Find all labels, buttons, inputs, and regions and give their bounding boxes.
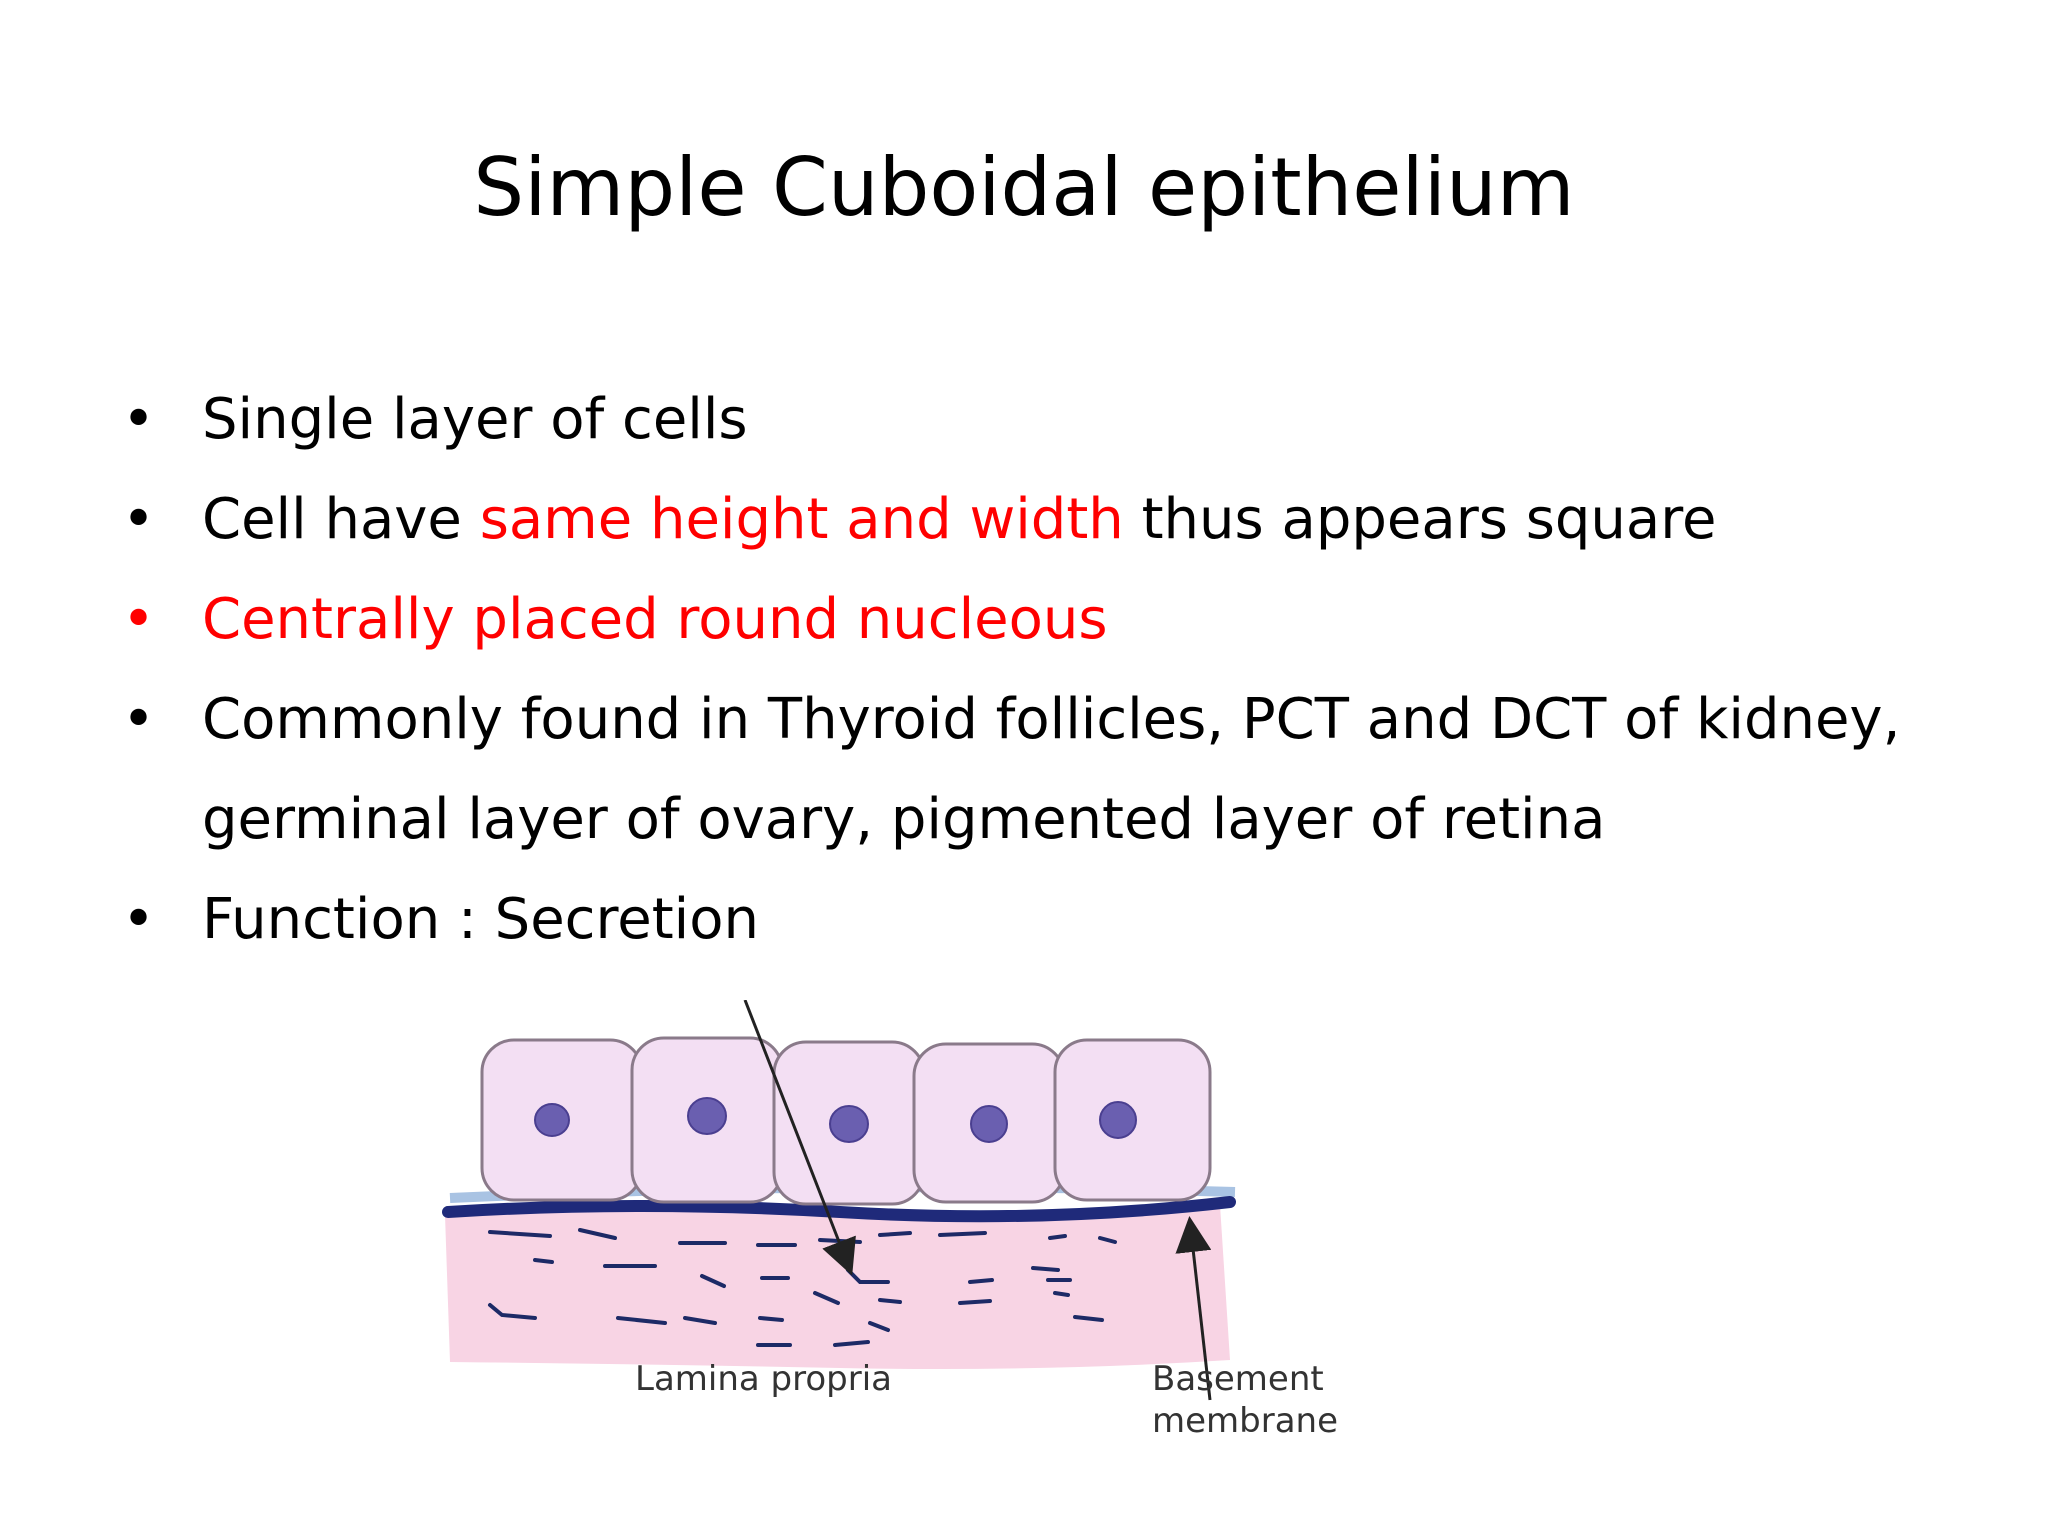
tissue-fibers: [488, 1228, 1117, 1347]
lamina-propria-tissue: [445, 1205, 1230, 1369]
diagram-svg: Lamina propria Basement membrane: [442, 1000, 1338, 1441]
nucleus: [687, 1097, 727, 1135]
bullet-list: • Single layer of cells • Cell have same…: [122, 370, 1982, 970]
bullet-item: • Single layer of cells: [122, 370, 1982, 470]
bullet-dot: •: [122, 887, 156, 952]
bullet-dot: •: [122, 387, 156, 452]
bullet-text: Centrally placed round nucleous: [202, 587, 1108, 652]
nucleus: [534, 1103, 570, 1137]
nucleus: [970, 1105, 1008, 1143]
bullet-item: • Commonly found in Thyroid follicles, P…: [122, 670, 1982, 870]
basement-membrane-label-line1: Basement: [1152, 1359, 1324, 1399]
nuclei: [534, 1097, 1137, 1143]
nucleus: [1099, 1101, 1137, 1139]
bullet-text-post: thus appears square: [1123, 487, 1717, 552]
basement-membrane-label-line2: membrane: [1152, 1401, 1338, 1441]
bullet-text-highlight: same height and width: [479, 487, 1124, 552]
bullet-dot: •: [122, 487, 156, 552]
lamina-propria-label: Lamina propria: [635, 1359, 892, 1399]
bullet-text-line2: germinal layer of ovary, pigmented layer…: [202, 787, 1606, 852]
bullet-dot: •: [122, 587, 156, 652]
bullet-dot: •: [122, 687, 156, 752]
bullet-item: • Cell have same height and width thus a…: [122, 470, 1982, 570]
cuboidal-epithelium-diagram: Lamina propria Basement membrane: [440, 1000, 1600, 1480]
basement-membrane: [442, 1196, 1236, 1223]
lamina-propria-pointer: [743, 1000, 856, 1276]
bullet-text: Single layer of cells: [202, 387, 748, 452]
basement-membrane-pointer: [1175, 1216, 1212, 1401]
slide-title: Simple Cuboidal epithelium: [473, 141, 1575, 234]
bullet-text: Function : Secretion: [202, 887, 759, 952]
bullet-item: • Function : Secretion: [122, 870, 1982, 970]
nucleus: [829, 1105, 869, 1143]
bullet-item: • Centrally placed round nucleous: [122, 570, 1982, 670]
bullet-text-pre: Cell have: [202, 487, 480, 552]
bullet-text-line1: Commonly found in Thyroid follicles, PCT…: [202, 687, 1901, 752]
